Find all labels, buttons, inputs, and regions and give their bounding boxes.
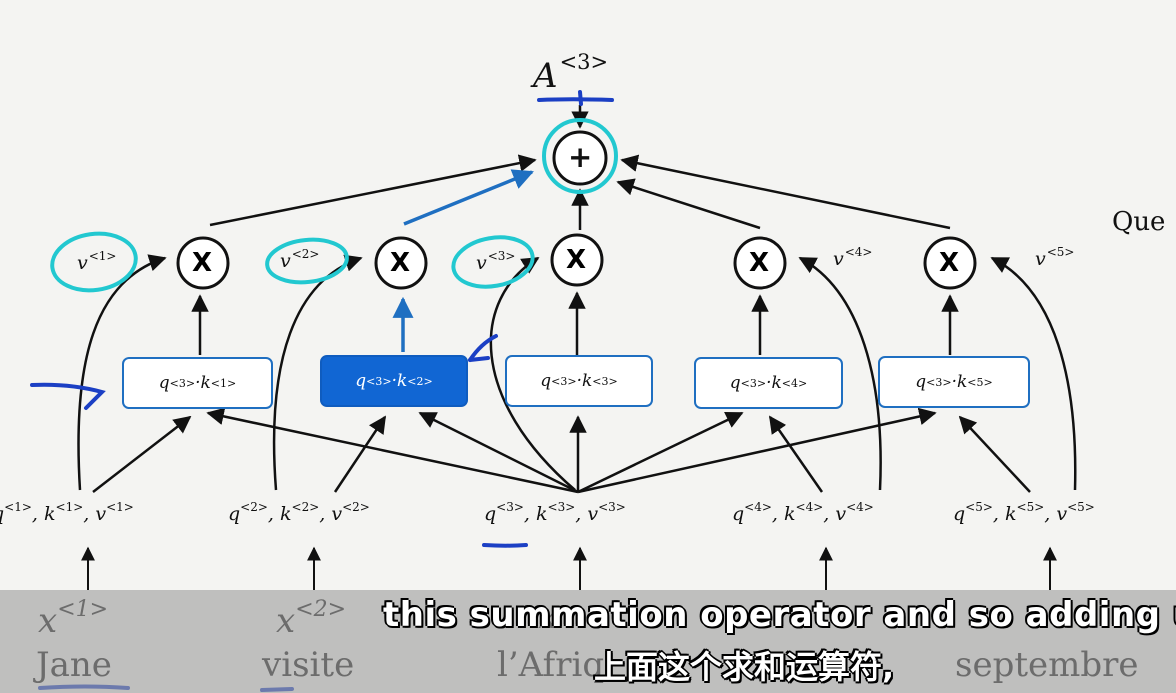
multiply-node-3: [550, 233, 604, 287]
input-word-2: visite: [262, 645, 355, 685]
score-box-3: q<3> · k<3>: [505, 355, 653, 407]
multiply-symbol-5: X: [939, 248, 960, 278]
annotation-underline-output: [537, 97, 614, 102]
qkv-label-4: q<4>, k<4>, v<4>: [732, 500, 874, 525]
multiply-node-5: [923, 236, 977, 290]
multiply-symbol-1: X: [192, 248, 213, 278]
annotation-check: [468, 334, 498, 362]
multiply-symbol-3: X: [566, 245, 587, 275]
input-x1: x<1>: [38, 597, 109, 641]
multiply-node-4: [733, 236, 787, 290]
qkv-label-2: q<2>, k<2>, v<2>: [228, 500, 370, 525]
subtitle-band: [0, 590, 1176, 693]
qkv-label-5: q<5>, k<5>, v<5>: [953, 500, 1095, 525]
value-label-3: v<3>: [476, 249, 516, 274]
annotation-circle-v3: [451, 235, 535, 289]
input-word-3: l’Afriq: [497, 645, 605, 685]
sum-symbol: +: [568, 140, 593, 174]
multiply-node-2: [374, 236, 428, 290]
score-box-2-active: q<3> · k<2>: [320, 355, 468, 407]
input-word-5: septembre: [955, 645, 1139, 685]
score-box-4: q<3> · k<4>: [694, 357, 843, 409]
value-label-1: v<1>: [77, 249, 117, 274]
subtitle-chinese: 上面这个求和运算符,: [594, 648, 895, 686]
edge-x1-sum: [209, 154, 537, 227]
annotation-arrow-left: [30, 382, 106, 410]
input-word-1: Jane: [36, 645, 112, 685]
qkv-label-1: q<1>, k<1>, v<1>: [0, 500, 134, 525]
qkv-label-3: q<3>, k<3>, v<3>: [484, 500, 626, 525]
annotation-underline-q3: [482, 543, 528, 548]
score-box-1: q<3> · k<1>: [122, 357, 273, 409]
edge-x4-sum: [616, 178, 761, 230]
multiply-symbol-2: X: [390, 248, 411, 278]
annotation-circle-v2: [265, 237, 349, 285]
input-x3: x: [538, 597, 558, 637]
side-text-query: Que: [1112, 207, 1166, 237]
subtitle-english: this summation operator and so adding up: [383, 595, 1176, 635]
value-label-2: v<2>: [280, 247, 320, 272]
edge-x5-sum: [620, 154, 951, 230]
input-x2: x<2>: [276, 597, 347, 641]
annotation-circle-v1: [50, 231, 138, 293]
sum-node: [552, 130, 608, 186]
sum-highlight-ring: [542, 118, 618, 194]
multiply-node-1: [176, 236, 230, 290]
edge-x2-sum-highlight: [403, 169, 534, 226]
output-label: A<3>: [533, 50, 609, 96]
multiply-symbol-4: X: [749, 248, 770, 278]
value-label-4: v<4>: [833, 245, 873, 270]
score-box-5: q<3> · k<5>: [878, 356, 1030, 408]
value-label-5: v<5>: [1035, 245, 1075, 270]
